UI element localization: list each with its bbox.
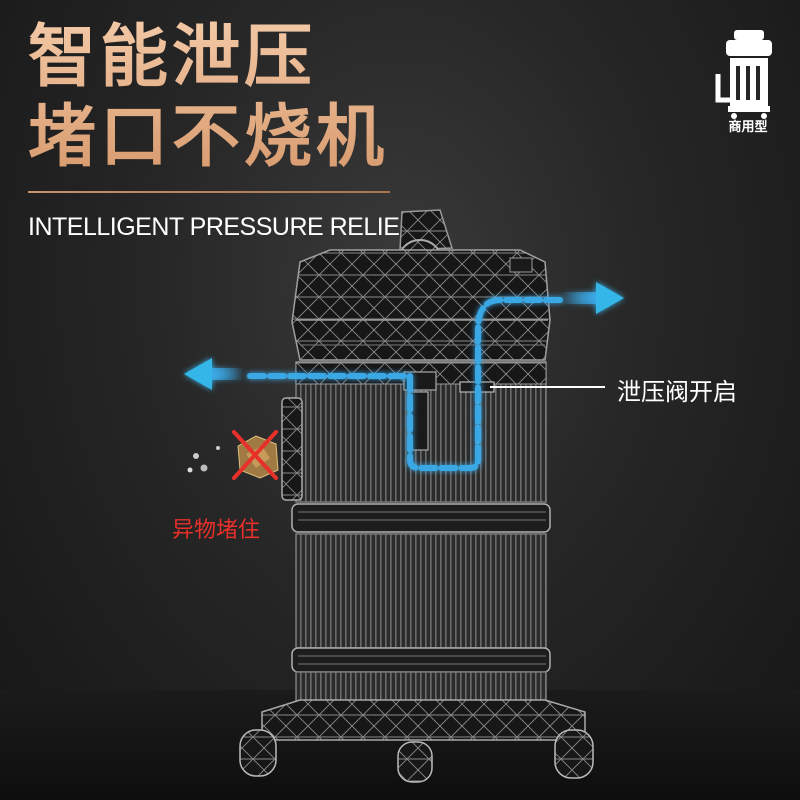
blocked-callout-label: 异物堵住 xyxy=(172,518,261,543)
headline-divider xyxy=(28,191,390,193)
right-exhaust-arrow xyxy=(560,282,624,314)
lower-tank xyxy=(291,533,551,709)
motor-head xyxy=(291,249,551,361)
vacuum-cleaner-icon xyxy=(715,30,772,119)
subheadline: INTELLIGENT PRESSURE RELIEF xyxy=(28,213,415,241)
tank-clamp-band xyxy=(291,503,551,533)
side-inlet xyxy=(281,397,303,501)
left-exhaust-arrow xyxy=(184,358,244,390)
blocked-x-icon xyxy=(232,430,278,480)
badge-label: 商用型 xyxy=(728,120,768,135)
valve-callout-label: 泄压阀开启 xyxy=(617,378,737,406)
valve-callout-line xyxy=(490,386,605,388)
caster-base xyxy=(239,699,594,783)
airflow-path xyxy=(247,297,563,471)
